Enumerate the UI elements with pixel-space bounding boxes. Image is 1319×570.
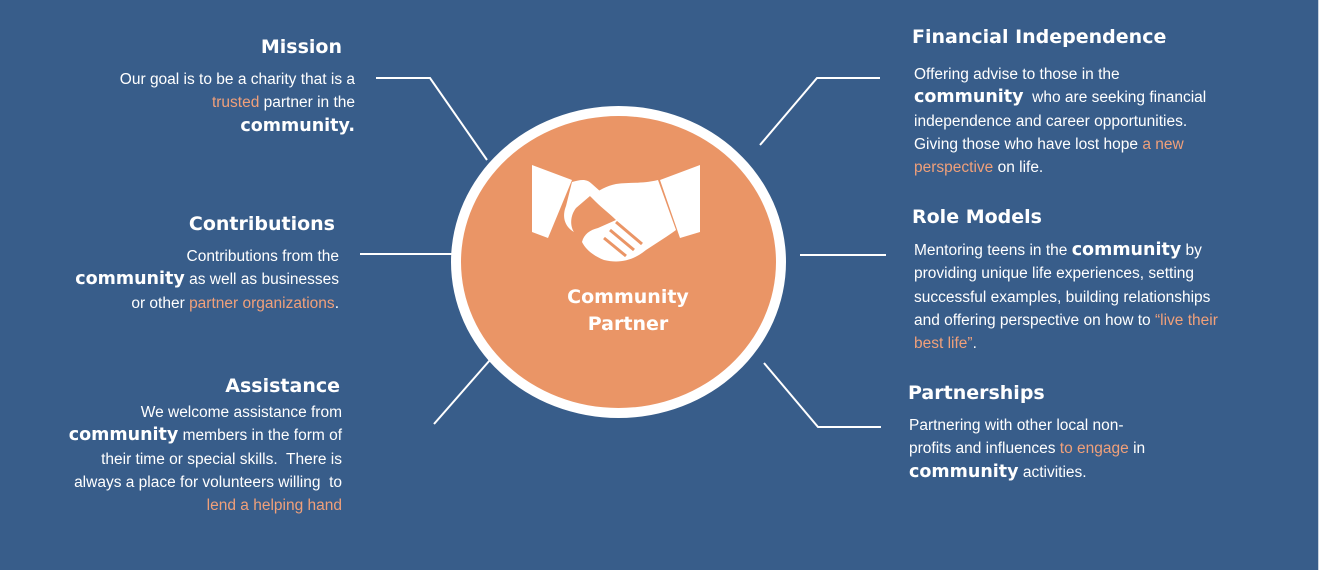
section-text-line: community. [0, 115, 355, 138]
section-text-line: community activities. [909, 461, 1298, 484]
highlight-text: “live their [1154, 311, 1218, 329]
center-circle [451, 106, 786, 418]
section-text-line: their time or special skills. There is [0, 448, 342, 471]
body-text: Giving those who have lost hope [914, 135, 1143, 153]
section-body-mission: Our goal is to be a charity that is a tru… [0, 68, 355, 138]
body-text: Partnering with other local non- [909, 417, 1124, 434]
highlight-text: a new [1142, 135, 1184, 153]
section-body-role-models: Mentoring teens in the community by provi… [914, 239, 1302, 355]
highlight-text: perspective [914, 159, 994, 177]
connector-assistance [433, 359, 491, 425]
section-text-line: successful examples, building relationsh… [914, 286, 1302, 309]
body-text: Our goal is to be a charity that is a [119, 71, 355, 88]
body-text: as well as businesses [184, 271, 339, 289]
highlight-text: trusted [211, 94, 260, 112]
body-text: partner in the [259, 94, 355, 112]
body-text: successful examples, building relationsh… [914, 288, 1211, 306]
section-title-role-models: Role Models [912, 206, 1042, 228]
section-partnerships: Partnerships Partnering with other local… [908, 381, 1298, 484]
body-text: or other [131, 294, 190, 312]
center-label: Community Partner [518, 284, 738, 338]
body-text: in [1128, 440, 1146, 458]
section-title-mission: Mission [260, 36, 342, 58]
body-text: their time or special skills. There is [101, 450, 342, 468]
section-text-line: and offering perspective on how to “live… [914, 309, 1302, 332]
connector-financial [759, 77, 880, 146]
body-text: profits and influences [909, 440, 1060, 458]
section-text-line: Giving those who have lost hope a new [914, 133, 1302, 156]
body-text: independence and career opportunities. [914, 112, 1188, 130]
body-text: . [334, 294, 339, 312]
section-body-assistance: We welcome assistance from community memb… [0, 401, 342, 517]
highlight-text: lend a helping hand [206, 497, 342, 515]
section-text-line: Mentoring teens in the community by [914, 239, 1302, 262]
section-text-line: lend a helping hand [0, 494, 342, 517]
section-text-line: community who are seeking financial [914, 86, 1302, 109]
section-text-line: Our goal is to be a charity that is a [0, 68, 355, 91]
section-text-line: perspective on life. [914, 156, 1302, 179]
keyword-text: community [75, 269, 185, 290]
section-text-line: Partnering with other local non- [909, 414, 1298, 437]
handshake-icon [532, 165, 700, 262]
section-body-partnerships: Partnering with other local non-profits … [909, 414, 1298, 484]
body-text: We welcome assistance from [140, 404, 342, 421]
body-text: who are seeking financial [1023, 89, 1207, 107]
connector-mission [376, 77, 488, 161]
keyword-text: community [914, 87, 1024, 108]
body-text: and offering perspective on how to [914, 311, 1155, 329]
section-text-line: Contributions from the [0, 245, 340, 268]
section-title-contributions: Contributions [188, 213, 335, 235]
section-title-financial-independence: Financial Independence [912, 26, 1167, 48]
body-text: always a place for volunteers willing to [74, 473, 342, 491]
section-text-line: profits and influences to engage in [909, 437, 1298, 460]
section-text-line: best life”. [914, 332, 1302, 355]
highlight-text: best life” [914, 335, 973, 353]
keyword-text: community [909, 461, 1019, 482]
body-text: providing unique life experiences, setti… [914, 265, 1195, 283]
body-text: Contributions from the [186, 248, 340, 265]
keyword-text: community. [240, 115, 355, 136]
section-text-line: always a place for volunteers willing to [0, 471, 342, 494]
section-text-line: trusted partner in the [0, 91, 355, 114]
section-text-line: or other partner organizations. [0, 292, 339, 315]
body-text: by [1181, 242, 1202, 259]
section-title-assistance: Assistance [225, 375, 340, 397]
body-text: members in the form of [178, 427, 342, 445]
body-text: activities. [1018, 463, 1087, 481]
section-role-models: Role Models Mentoring teens in the commu… [912, 205, 1302, 355]
section-text-line: community as well as businesses [0, 268, 339, 291]
connector-partnerships [763, 362, 881, 428]
body-text: on life. [993, 159, 1044, 177]
body-text: Mentoring teens in the [914, 242, 1072, 259]
section-text-line: independence and career opportunities. [914, 110, 1302, 133]
center-label-line1: Community [567, 286, 689, 308]
section-text-line: We welcome assistance from [0, 401, 342, 424]
section-mission: Mission Our goal is to be a charity that… [0, 35, 355, 138]
section-body-financial-independence: Offering advise to those in the community… [914, 63, 1302, 179]
section-text-line: Offering advise to those in the [914, 63, 1302, 86]
section-title-partnerships: Partnerships [908, 382, 1045, 404]
keyword-text: community [1071, 240, 1182, 260]
center-label-line2: Partner [587, 313, 669, 335]
section-assistance: Assistance We welcome assistance from com… [0, 374, 342, 517]
keyword-text: community [68, 425, 179, 446]
section-financial-independence: Financial Independence Offering advise t… [912, 25, 1302, 179]
body-text: . [972, 335, 977, 353]
section-text-line: community members in the form of [0, 424, 342, 447]
section-text-line: providing unique life experiences, setti… [914, 262, 1302, 285]
highlight-text: to engage [1059, 440, 1129, 458]
highlight-text: partner organizations [189, 294, 335, 312]
body-text: Offering advise to those in the [914, 66, 1120, 83]
